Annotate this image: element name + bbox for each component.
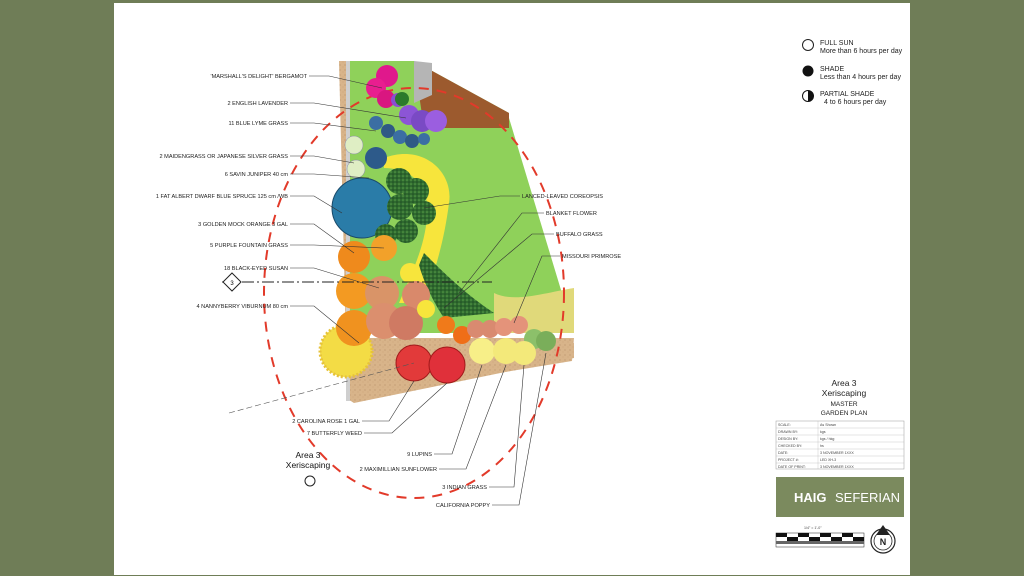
scale-bar: [775, 532, 865, 548]
tb-design-key: DESIGN BY:: [778, 437, 798, 441]
legend-partial-title: PARTIAL SHADE: [820, 91, 875, 98]
label-buffalo-grass: BUFFALO GRASS: [556, 232, 603, 238]
label-indian-grass: 3 INDIAN GRASS: [442, 485, 487, 491]
title-master: MASTER: [830, 401, 857, 408]
label-savin-juniper: 6 SAVIN JUNIPER 40 cm: [225, 172, 289, 178]
tb-design-val: kgs / hkg: [820, 437, 834, 441]
label-butterfly-weed: 7 BUTTERFLY WEED: [307, 431, 362, 437]
garden-plan-drawing: 3 'MARSHALL'S DELIGHT' BERGAMOT 2 ENGLIS…: [156, 39, 905, 554]
stone-patio: [414, 61, 432, 103]
tb-scale-key: SCALE:: [778, 423, 791, 427]
plan-sheet: 3 'MARSHALL'S DELIGHT' BERGAMOT 2 ENGLIS…: [114, 3, 910, 575]
tb-print-val: 3 NOVEMBER 1XXX: [820, 465, 854, 469]
tb-date-val: 3 NOVEMBER 1XXX: [820, 451, 854, 455]
label-blue-spruce: 1 FAT ALBERT DWARF BLUE SPRUCE 125 cm /W…: [156, 194, 288, 200]
label-fountain-grass: 5 PURPLE FOUNTAIN GRASS: [210, 243, 288, 249]
legend-shade-desc: Less than 4 hours per day: [820, 74, 901, 81]
label-california-poppy: CALIFORNIA POPPY: [436, 503, 490, 509]
area-label-line1: Area 3: [295, 450, 320, 460]
left-leaders: [290, 75, 407, 344]
right-leaders: [423, 195, 560, 324]
label-lupins: 9 LUPINS: [407, 452, 432, 458]
legend-shade-title: SHADE: [820, 66, 844, 73]
scale-text: 1/4" = 1'-0": [804, 526, 822, 530]
tb-project-key: PROJECT #:: [778, 458, 799, 462]
full-sun-circle-icon: [802, 39, 814, 51]
title-block: Area 3 Xeriscaping MASTER GARDEN PLAN SC…: [775, 378, 905, 554]
tb-checked-val: hs: [820, 444, 824, 448]
tb-checked-key: CHECKED BY:: [778, 444, 802, 448]
shade-circle-icon: [802, 65, 814, 77]
tb-drawn-val: kgs: [820, 430, 826, 434]
section-marker: [222, 272, 242, 292]
area-label-line2: Xeriscaping: [286, 460, 331, 470]
tb-print-key: DATE OF PRINT:: [778, 465, 806, 469]
label-lavender: 2 ENGLISH LAVENDER: [227, 101, 288, 107]
brand-panel: [776, 477, 904, 517]
area-boundary: [263, 87, 565, 499]
tb-date-key: DATE:: [778, 451, 788, 455]
label-carolina-rose: 2 CAROLINA ROSE 1 GAL: [292, 419, 360, 425]
bottom-leaders: [362, 352, 547, 506]
north-label: N: [880, 537, 887, 547]
north-arrow-icon: N: [870, 525, 896, 554]
label-maximillian-sunflower: 2 MAXIMILLIAN SUNFLOWER: [360, 467, 437, 473]
area-marker-icon: [304, 475, 316, 487]
label-black-eyed-susan: 18 BLACK-EYED SUSAN: [224, 266, 288, 272]
label-maidengrass: 2 MAIDENGRASS OR JAPANESE SILVER GRASS: [160, 154, 289, 160]
tb-project-val: LED XH-3: [820, 458, 836, 462]
label-nannyberry: 4 NANNYBERRY VIBURNUM 80 cm: [197, 304, 289, 310]
title-area: Area 3: [831, 378, 856, 388]
title-garden-plan: GARDEN PLAN: [821, 410, 868, 417]
legend-full-sun-title: FULL SUN: [820, 40, 854, 47]
label-blanket-flower: BLANKET FLOWER: [546, 211, 597, 217]
buffalo-grass-patch: [419, 253, 494, 318]
tb-drawn-key: DRAWN BY:: [778, 430, 798, 434]
sun-legend: FULL SUN More than 6 hours per day SHADE…: [802, 39, 903, 106]
brand-name-first: HAIG: [794, 490, 827, 505]
label-missouri-primrose: MISSOURI PRIMROSE: [562, 254, 621, 260]
label-bergamot: 'MARSHALL'S DELIGHT' BERGAMOT: [211, 74, 308, 80]
legend-full-sun-desc: More than 6 hours per day: [820, 48, 903, 55]
tb-scale-val: As Shown: [820, 423, 836, 427]
section-marker-label: 3: [230, 281, 234, 287]
label-mock-orange: 3 GOLDEN MOCK ORANGE 3 GAL: [198, 222, 288, 228]
brand-name-second: SEFERIAN: [835, 490, 900, 505]
label-lyme-grass: 11 BLUE LYME GRASS: [229, 121, 289, 127]
title-xeriscaping: Xeriscaping: [822, 388, 867, 398]
legend-partial-desc: 4 to 6 hours per day: [824, 99, 887, 106]
sight-line: [228, 362, 415, 414]
label-coreopsis: LANCED-LEAVED COREOPSIS: [522, 194, 603, 200]
